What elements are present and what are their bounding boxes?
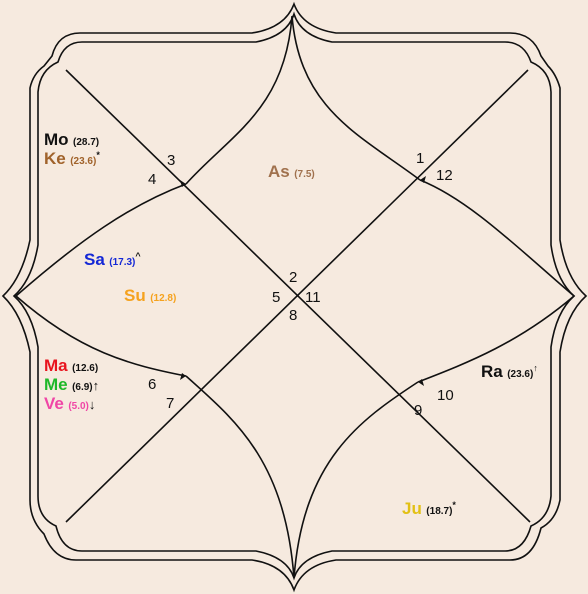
house-number-5: 5 [272, 290, 280, 305]
petal-left [16, 184, 186, 376]
house-number-10: 10 [437, 388, 454, 403]
planet-ma-degree: (12.6) [72, 363, 98, 374]
planet-ve-name: Ve [44, 394, 64, 413]
planet-su-name: Su [124, 286, 146, 305]
planet-mo: Mo (28.7) [44, 131, 99, 149]
house-number-2: 2 [289, 270, 297, 285]
planet-ve: Ve (5.0)↓ [44, 395, 95, 413]
planet-ju: Ju (18.7)* [402, 500, 456, 518]
house-number-7: 7 [166, 396, 174, 411]
planet-sa-mark: ^ [135, 251, 140, 261]
planet-sa-name: Sa [84, 250, 105, 269]
chart-frame-outer [3, 4, 586, 590]
planet-ra-mark: ↑ [533, 363, 538, 373]
house-number-6: 6 [148, 377, 156, 392]
planet-ke-mark: * [96, 150, 100, 160]
house-number-11: 11 [305, 290, 321, 305]
planet-ve-mark: ↓ [89, 397, 96, 412]
planet-ve-degree: (5.0) [68, 401, 89, 412]
house-number-4: 4 [148, 172, 156, 187]
planet-me-mark: ↑ [93, 378, 100, 393]
planet-sa-degree: (17.3) [109, 257, 135, 268]
house-number-12: 12 [436, 168, 453, 183]
planet-as: As (7.5) [268, 163, 315, 181]
planet-me: Me (6.9)↑ [44, 376, 99, 394]
house-number-1: 1 [416, 151, 424, 166]
planet-su: Su (12.8) [124, 287, 176, 305]
tip-6 [180, 373, 186, 380]
planet-ju-name: Ju [402, 499, 422, 518]
planet-ra: Ra (23.6)↑ [481, 363, 538, 381]
petal-bottom [186, 376, 418, 578]
house-number-3: 3 [167, 153, 175, 168]
planet-ke-name: Ke [44, 149, 66, 168]
planet-su-degree: (12.8) [150, 293, 176, 304]
planet-mo-degree: (28.7) [73, 137, 99, 148]
planet-as-name: As [268, 162, 290, 181]
planet-ke-degree: (23.6) [70, 156, 96, 167]
planet-sa: Sa (17.3)^ [84, 251, 141, 269]
planet-me-name: Me [44, 375, 68, 394]
chart-frame-inner [14, 14, 574, 578]
planet-ma-name: Ma [44, 356, 68, 375]
planet-ra-name: Ra [481, 362, 503, 381]
planet-ra-degree: (23.6) [507, 369, 533, 380]
planet-ju-mark: * [452, 500, 456, 510]
planet-me-degree: (6.9) [72, 382, 93, 393]
planet-mo-name: Mo [44, 130, 69, 149]
planet-ju-degree: (18.7) [426, 506, 452, 517]
planet-as-degree: (7.5) [294, 169, 315, 180]
planet-ma: Ma (12.6) [44, 357, 98, 375]
house-number-9: 9 [414, 403, 422, 418]
house-number-8: 8 [289, 308, 297, 323]
planet-ke: Ke (23.6)* [44, 150, 100, 168]
